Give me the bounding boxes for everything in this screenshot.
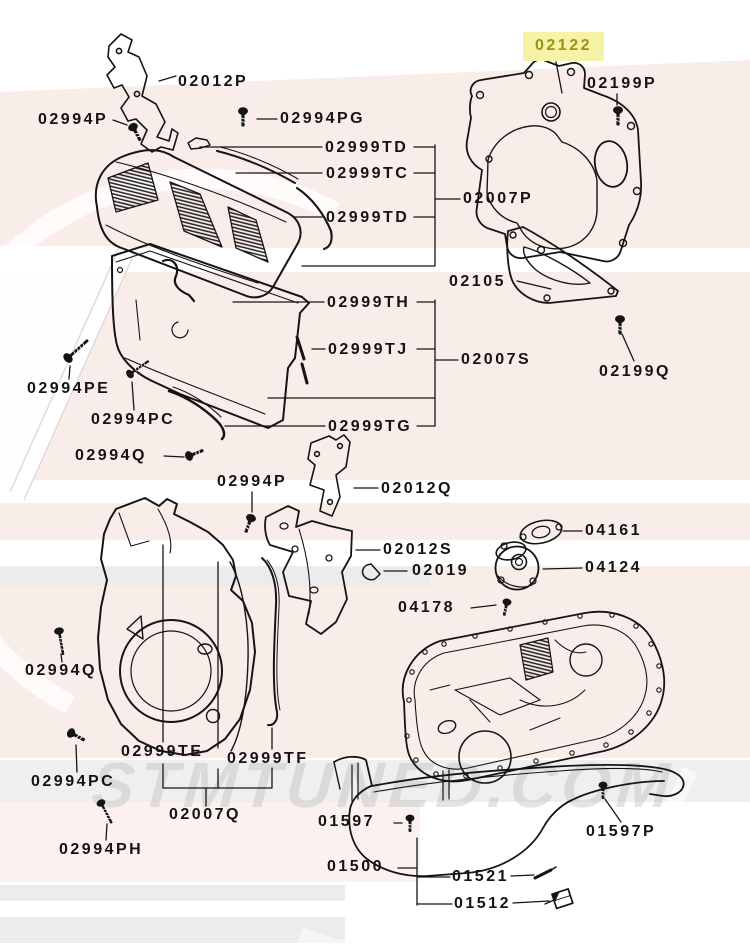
part-oil-pan-side-view xyxy=(333,755,685,877)
part-label-02994q-17: 02994Q xyxy=(75,447,147,464)
part-label-02994ph-32: 02994PH xyxy=(59,841,144,858)
bolt-02994q-icon xyxy=(183,445,206,463)
part-label-02199q-13: 02199Q xyxy=(599,363,671,380)
watermark-band xyxy=(0,272,750,480)
part-02999tg-seal xyxy=(167,386,226,441)
watermark-band xyxy=(0,917,345,943)
bolt-02994p-mid-icon xyxy=(240,512,258,535)
part-02999td-seal xyxy=(187,137,211,150)
part-01512 xyxy=(544,888,574,910)
watermark-band xyxy=(0,480,750,503)
part-upper-timing-cover xyxy=(94,149,302,299)
part-02105-bracket xyxy=(506,226,619,304)
watermark-band xyxy=(0,503,750,540)
part-label-02999tg-16: 02999TG xyxy=(328,418,413,435)
part-label-02994pc-15: 02994PC xyxy=(91,411,176,428)
watermark-band xyxy=(0,760,750,802)
part-label-02012s-21: 02012S xyxy=(383,541,454,558)
part-label-02105-9: 02105 xyxy=(449,273,506,290)
part-middle-timing-cover xyxy=(111,243,310,429)
part-label-01597p-31: 01597P xyxy=(586,823,657,840)
part-02999tf-seal xyxy=(261,557,281,727)
part-04161-gasket xyxy=(519,519,563,545)
leader-lines xyxy=(60,61,635,906)
bolt-02994ph-icon xyxy=(94,797,117,826)
part-label-01500-33: 01500 xyxy=(327,858,384,875)
part-label-02007q-29: 02007Q xyxy=(169,806,241,823)
part-label-02007p-6: 02007P xyxy=(463,190,534,207)
part-label-01597-30: 01597 xyxy=(318,813,375,830)
part-01521 xyxy=(533,866,557,880)
part-label-04178-24: 04178 xyxy=(398,599,455,616)
part-label-02019-23: 02019 xyxy=(412,562,469,579)
part-label-02999td-5: 02999TD xyxy=(326,209,410,226)
part-02999th-seal xyxy=(161,258,196,303)
bolt-02994q-lower-icon xyxy=(53,626,69,657)
bolt-02994pc-lower-icon xyxy=(64,726,88,746)
part-label-02999td-3: 02999TD xyxy=(325,139,409,156)
part-label-02994pe-14: 02994PE xyxy=(27,380,111,397)
bolt-02994pc-icon xyxy=(124,356,152,381)
part-02999td-lower-seal xyxy=(295,186,333,251)
watermark-band xyxy=(0,540,750,566)
part-label-02199p-8: 02199P xyxy=(587,75,658,92)
bolt-04178-icon xyxy=(499,597,513,618)
part-label-02999tc-4: 02999TC xyxy=(326,165,410,182)
part-label-02994q-25: 02994Q xyxy=(25,662,97,679)
part-label-02007s-12: 02007S xyxy=(461,351,532,368)
part-label-02994pc-28: 02994PC xyxy=(31,773,116,790)
part-04124 xyxy=(494,541,540,591)
part-label-02999tj-11: 02999TJ xyxy=(328,341,409,358)
part-label-02012q-19: 02012Q xyxy=(381,480,453,497)
part-label-02994pg-2: 02994PG xyxy=(280,110,366,127)
part-02019 xyxy=(361,563,381,581)
part-label-01521-34: 01521 xyxy=(452,868,509,885)
part-02999tj-seal xyxy=(295,335,309,385)
part-02012s xyxy=(264,505,353,635)
part-oil-pan-top-view xyxy=(401,610,666,784)
part-label-02994p-18: 02994P xyxy=(217,473,288,490)
part-label-02999te-26: 02999TE xyxy=(121,743,204,760)
part-lower-timing-cover xyxy=(97,497,256,756)
part-label-02122-7: 02122 xyxy=(523,32,604,61)
part-label-02012p-0: 02012P xyxy=(178,73,249,90)
bolt-02199q-icon xyxy=(614,314,626,335)
part-label-01512-35: 01512 xyxy=(454,895,511,912)
part-label-04161-20: 04161 xyxy=(585,522,642,539)
part-02999tc-seal xyxy=(216,146,299,184)
bolt-01597-icon xyxy=(405,814,415,833)
watermark-band xyxy=(0,885,345,901)
part-label-04124-22: 04124 xyxy=(585,559,642,576)
part-02012p xyxy=(106,33,179,153)
bolt-02994pg-icon xyxy=(237,106,249,127)
part-label-02994p-1: 02994P xyxy=(38,111,109,128)
part-label-02999th-10: 02999TH xyxy=(327,294,411,311)
bolt-02199p-icon xyxy=(612,105,624,126)
part-label-02999tf-27: 02999TF xyxy=(227,750,309,767)
part-02012q xyxy=(307,434,351,517)
bolt-02994pe-icon xyxy=(60,335,93,366)
watermark-band xyxy=(0,566,750,758)
